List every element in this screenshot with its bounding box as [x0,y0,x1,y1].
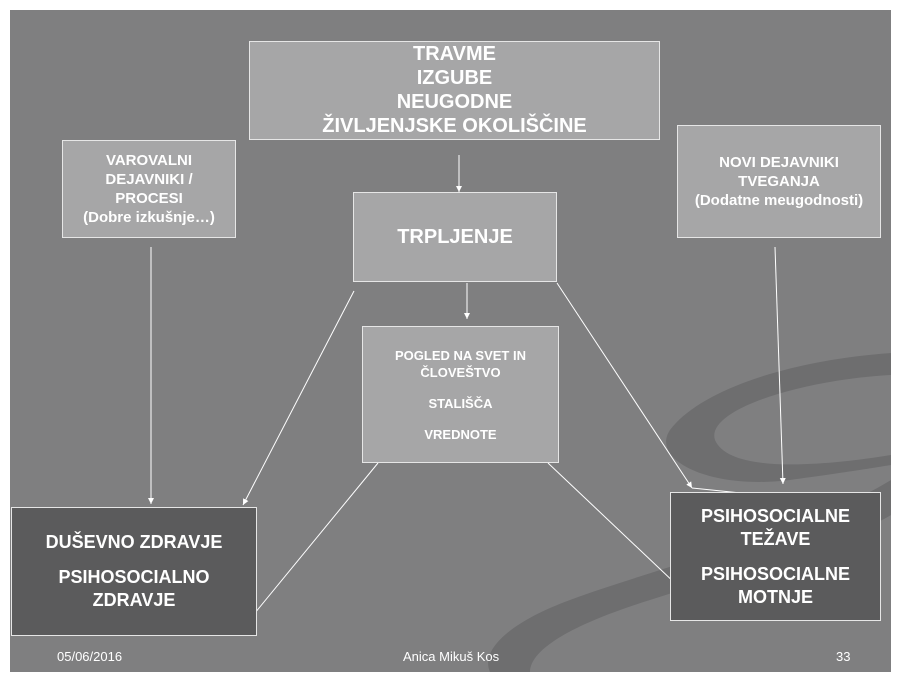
box-right-line: (Dodatne meugodnosti) [694,192,864,209]
box-br-line: MOTNJE [737,586,813,607]
box-trauma-losses: TRAVME IZGUBE NEUGODNE ŽIVLJENJSKE OKOLI… [249,41,660,140]
box-worldview: POGLED NA SVET IN ČLOVEŠTVO STALIŠČA VRE… [362,326,559,463]
box-protective-factors: VAROVALNI DEJAVNIKI / PROCESI (Dobre izk… [62,140,236,238]
box-suffering: TRPLJENJE [353,192,557,282]
box-top-line: TRAVME [413,43,496,65]
slide: TRAVME IZGUBE NEUGODNE ŽIVLJENJSKE OKOLI… [10,10,891,672]
box-mid-line: STALIŠČA [428,395,493,411]
box-bl-line: DUŠEVNO ZDRAVJE [45,532,223,552]
box-mid-line: VREDNOTE [424,426,497,442]
box-br-line: PSIHOSOCIALNE [700,563,851,584]
box-top-line: NEUGODNE [396,91,513,113]
box-new-risk-factors: NOVI DEJAVNIKI TVEGANJA (Dodatne meugodn… [677,125,881,238]
box-br-line: PSIHOSOCIALNE [700,505,851,526]
box-top-line: IZGUBE [416,67,493,89]
box-mid-line: ČLOVEŠTVO [420,364,501,380]
box-left-line: (Dobre izkušnje…) [83,209,215,226]
box-right-line: NOVI DEJAVNIKI [719,154,839,171]
box-left-line: VAROVALNI [105,152,193,169]
box-psychosocial-difficulties: PSIHOSOCIALNE TEŽAVE PSIHOSOCIALNE MOTNJ… [670,492,881,621]
footer-page-number: 33 [836,649,851,664]
box-mid-line: POGLED NA SVET IN [395,347,526,363]
box-top-line: ŽIVLJENJSKE OKOLIŠČINE [322,115,587,137]
box-left-line: DEJAVNIKI / [105,171,193,188]
box-br-line: TEŽAVE [740,528,811,549]
box-right-line: TVEGANJA [738,173,820,190]
box-center-label: TRPLJENJE [397,225,513,248]
box-bl-line: ZDRAVJE [92,590,176,610]
footer-date: 05/06/2016 [57,649,123,664]
box-bl-line: PSIHOSOCIALNO [58,567,210,587]
footer-author: Anica Mikuš Kos [403,649,500,664]
box-mental-health: DUŠEVNO ZDRAVJE PSIHOSOCIALNO ZDRAVJE [11,507,257,636]
box-left-line: PROCESI [115,190,183,207]
